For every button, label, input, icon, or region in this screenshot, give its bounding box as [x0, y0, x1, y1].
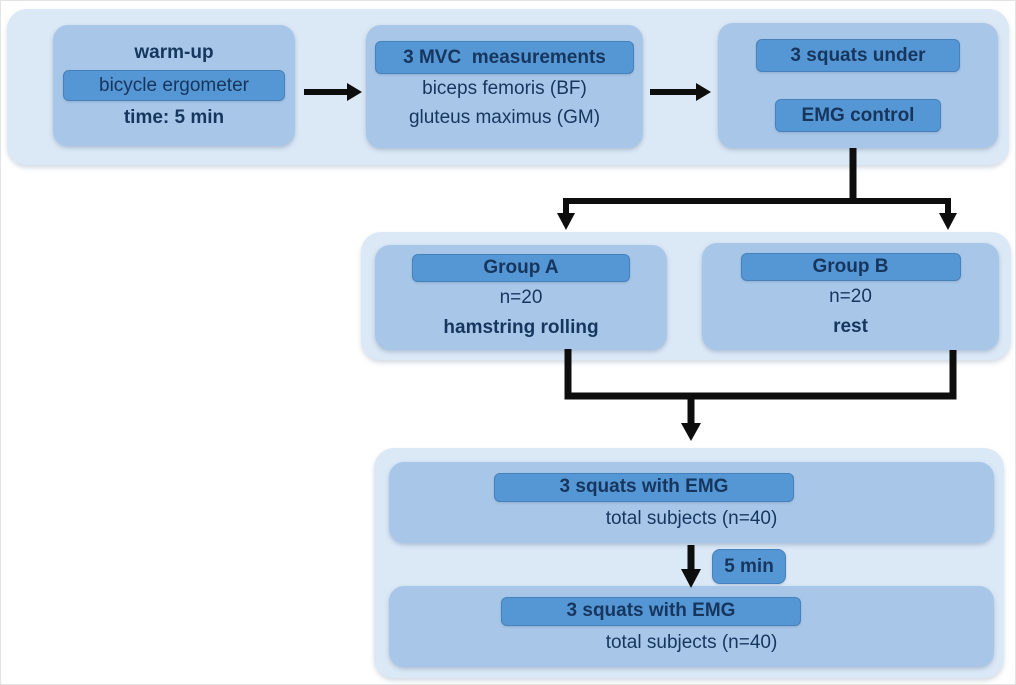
warmup-title: warm-up [134, 42, 214, 63]
posttest1-label: 3 squats with EMG [559, 476, 729, 497]
warmup-method-label: bicycle ergometer [99, 74, 249, 96]
group-b-box: Group B n=20 rest [702, 243, 999, 350]
posttest-container: 3 squats with EMG total subjects (n=40) … [374, 448, 1004, 678]
arrowhead-to-posttest1 [681, 423, 701, 441]
emg-control-band: EMG control [775, 99, 941, 132]
top-phase-container: warm-up bicycle ergometer time: 5 min 3 … [7, 9, 1009, 165]
warmup-box: warm-up bicycle ergometer time: 5 min [53, 25, 295, 146]
pretest-squats-label: 3 squats under [790, 44, 926, 66]
group-a-box: Group A n=20 hamstring rolling [375, 245, 667, 350]
pretest-squats-band: 3 squats under [756, 39, 960, 72]
group-a-band: Group A [412, 253, 630, 282]
posttest2-box: 3 squats with EMG total subjects (n=40) [389, 586, 994, 667]
group-b-band: Group B [740, 252, 961, 281]
posttest1-subjects: total subjects (n=40) [605, 507, 778, 529]
group-a-intervention: hamstring rolling [443, 316, 599, 338]
mvc-muscle-2: gluteus maximus (GM) [408, 107, 601, 128]
emg-control-label: EMG control [801, 104, 915, 126]
interval-label: 5 min [724, 555, 774, 577]
group-b-intervention: rest [833, 315, 868, 337]
posttest2-band: 3 squats with EMG [501, 596, 801, 626]
group-b-label: Group B [812, 255, 889, 277]
arrowhead-to-group-a [557, 213, 575, 230]
group-a-size: n=20 [499, 286, 543, 308]
mvc-box: 3 MVC measurements biceps femoris (BF) g… [366, 25, 643, 148]
mvc-title-label: 3 MVC measurements [403, 46, 606, 68]
posttest1-box: 3 squats with EMG total subjects (n=40) [389, 462, 994, 543]
group-a-label: Group A [483, 256, 559, 278]
posttest2-label: 3 squats with EMG [566, 600, 736, 621]
mvc-muscle-1: biceps femoris (BF) [422, 78, 587, 99]
arrowhead-to-group-b [939, 213, 957, 230]
interval-badge: 5 min [712, 549, 786, 584]
pretest-squats-box: 3 squats under EMG control [718, 23, 998, 148]
warmup-method-band: bicycle ergometer [63, 70, 285, 101]
groups-container: Group A n=20 hamstring rolling Group B n… [361, 232, 1011, 360]
group-b-size: n=20 [829, 285, 872, 307]
posttest2-subjects: total subjects (n=40) [605, 631, 778, 653]
posttest1-band: 3 squats with EMG [494, 472, 794, 502]
mvc-title-band: 3 MVC measurements [375, 41, 634, 74]
warmup-duration: time: 5 min [123, 107, 225, 128]
